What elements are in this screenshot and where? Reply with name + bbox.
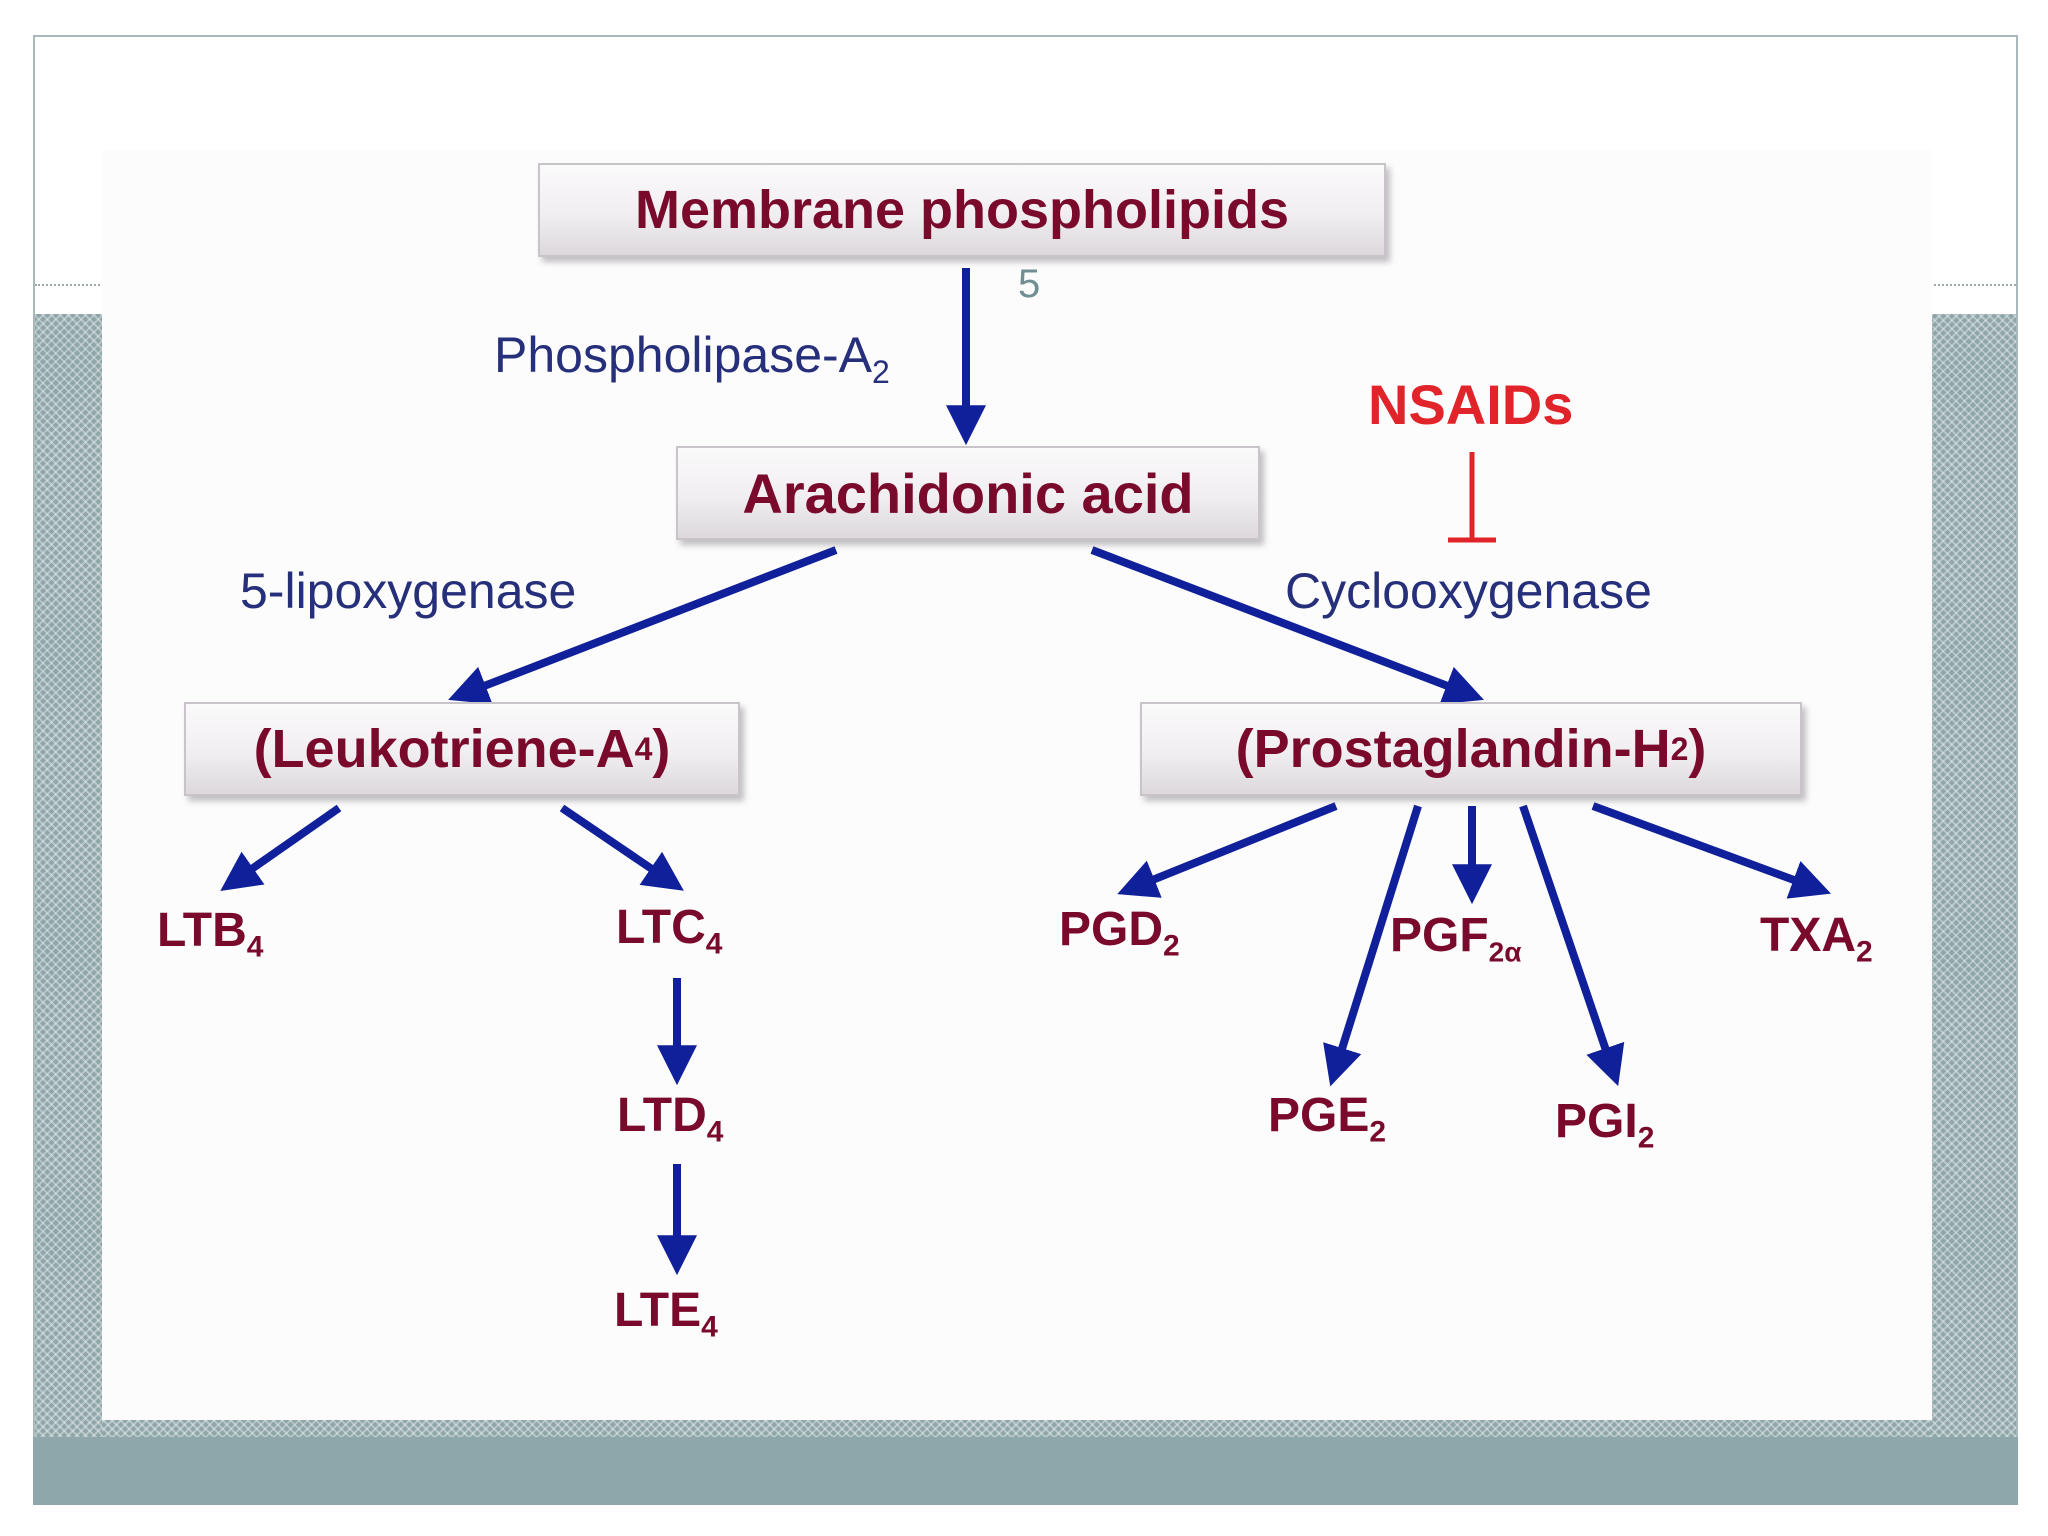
phospholipase-a2-label: Phospholipase-A2 — [494, 327, 890, 390]
left-hatch-panel — [35, 314, 102, 1437]
arrow-ltb4 — [220, 804, 342, 892]
nsaids-label: NSAIDs — [1368, 373, 1574, 436]
txa2-label: TXA2 — [1760, 909, 1873, 969]
bottom-hatch-strip — [102, 1417, 1930, 1437]
right-hatch-panel — [1930, 314, 2016, 1437]
top-right-dotted-rule — [1930, 284, 2016, 286]
arrow-pgi2 — [1519, 804, 1625, 1087]
slide-number: 5 — [1018, 262, 1041, 306]
lte4-label: LTE4 — [614, 1284, 718, 1344]
pgd2-label: PGD2 — [1059, 903, 1180, 963]
arrow-pgd2 — [1117, 802, 1338, 898]
arrow-cox — [1090, 546, 1484, 705]
nsaids-inhibition-bar — [1448, 452, 1496, 543]
arrow-lox — [448, 546, 838, 705]
arachidonic-acid-box: Arachidonic acid — [676, 446, 1260, 540]
membrane-phospholipids-box: Membrane phospholipids — [538, 163, 1386, 257]
arrow-ltc4 — [559, 804, 684, 891]
membrane-phospholipids-label: Membrane phospholipids — [634, 180, 1290, 240]
footer-band — [33, 1437, 2018, 1505]
ltb4-label: LTB4 — [157, 904, 264, 964]
cyclooxygenase-label: Cyclooxygenase — [1285, 563, 1652, 619]
ltc4-label: LTC4 — [616, 901, 723, 961]
arrow-pge2 — [1323, 804, 1422, 1087]
pgi2-label: PGI2 — [1555, 1095, 1655, 1155]
arrow-txa2 — [1591, 802, 1832, 899]
arachidonic-acid-label: Arachidonic acid — [742, 461, 1194, 525]
pge2-label: PGE2 — [1268, 1089, 1387, 1149]
lipoxygenase-label: 5-lipoxygenase — [240, 563, 577, 619]
pgf2a-label: PGF2α — [1390, 909, 1522, 968]
ltd4-label: LTD4 — [617, 1089, 724, 1149]
top-left-dotted-rule — [35, 284, 100, 286]
